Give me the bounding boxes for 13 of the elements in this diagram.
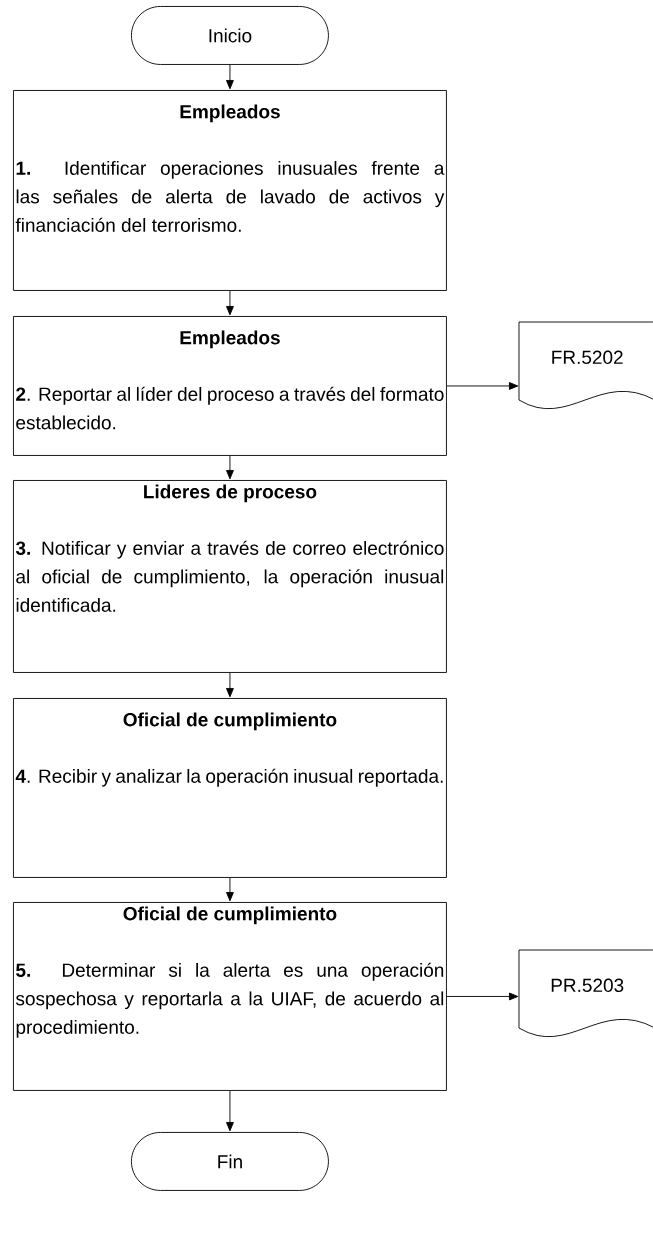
arrow [446, 382, 519, 390]
arrow [226, 877, 234, 902]
arrow [226, 64, 234, 90]
arrow [226, 1090, 234, 1132]
process-box: Oficial de cumplimiento 4. Recibir y analizar la operación inusual reportada. [13, 698, 447, 878]
process-box: Oficial de cumplimiento 5. Determinar si la alerta es una operación sospechosa y reportarla a la UIAF, de acuerdo al procedimiento. [13, 902, 447, 1091]
process-box: Empleados 1. Identificar operaciones inusuales frente a las señales de alerta de lavado de activos y financiación del terrorismo. [13, 90, 447, 291]
arrow [226, 455, 234, 480]
arrow [226, 672, 234, 698]
arrow [226, 290, 234, 316]
process-box: Empleados 2. Reportar al líder del proceso a través del formato establecido. [13, 316, 447, 456]
process-box: Lideres de proceso 3. Notificar y enviar a través de correo electrónico al oficial de cumplimiento, la operación inusual identificada. [13, 480, 447, 673]
arrow [446, 992, 519, 1001]
